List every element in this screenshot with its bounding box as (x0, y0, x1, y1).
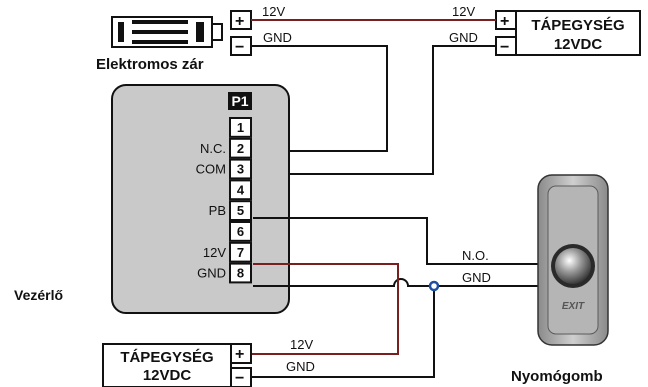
electric-lock-label: Elektromos zár (96, 56, 204, 73)
psu-bottom-title: TÁPEGYSÉG (120, 349, 213, 366)
wire-lock-gnd-label: GND (263, 30, 292, 45)
pin-2-box (229, 137, 252, 159)
pin-5-name: PB (209, 203, 226, 218)
psu-bottom-minus-terminal (230, 367, 252, 387)
push-button-label: Nyomógomb (511, 368, 603, 385)
wire-pb-to-no (253, 217, 548, 265)
wire-lock-12v-label: 12V (262, 4, 285, 19)
wire-12v-to-psu-bottom (251, 263, 399, 355)
pin-8-box (229, 262, 252, 284)
psu-top-minus-sign: − (500, 39, 509, 56)
electric-lock-icon (111, 16, 223, 48)
psu-top-plus-sign: + (500, 13, 509, 30)
wire-button-gnd-label: GND (462, 270, 491, 285)
wire-psu-top-12v-label: 12V (452, 4, 475, 19)
pin-7-number: 7 (237, 245, 244, 260)
pin-3-name: COM (196, 162, 226, 177)
pin-block: 1 2 N.C. 3 COM 4 5 PB 6 7 12V 8 GND (196, 117, 252, 284)
psu-top-box (515, 10, 641, 56)
psu-bottom-minus-sign: − (235, 370, 244, 387)
pin-8-name: GND (197, 266, 226, 281)
wire-psu-bottom-gnd (251, 286, 435, 378)
pin-7-name: 12V (203, 245, 226, 260)
pin-8-number: 8 (237, 266, 244, 281)
pin-5-box (229, 200, 252, 221)
wire-no-label: N.O. (462, 248, 489, 263)
wire-psu-bottom-gnd-label: GND (286, 359, 315, 374)
psu-top-title: TÁPEGYSÉG (531, 17, 624, 34)
psu-top-voltage: 12VDC (554, 36, 603, 53)
p1-header-text: P1 (231, 93, 248, 109)
psu-bottom-box (102, 343, 232, 387)
controller-label: Vezérlő (14, 287, 63, 303)
pin-7-box (229, 241, 252, 263)
pin-5-number: 5 (237, 203, 244, 218)
psu-bottom-voltage: 12VDC (143, 367, 192, 384)
junction-dot (428, 280, 440, 292)
exit-button-icon (537, 174, 609, 346)
p1-header (228, 92, 252, 110)
wire-gnd-to-button (253, 278, 548, 287)
pin-4-box (229, 179, 252, 201)
pin-6-box (229, 221, 252, 242)
pin-1-number: 1 (237, 120, 244, 135)
lock-minus-sign: − (235, 39, 244, 56)
wire-psu-gnd-to-com (253, 45, 496, 175)
wire-psu-top-gnd-label: GND (449, 30, 478, 45)
wire-lock-gnd-to-nc (251, 45, 388, 152)
psu-bottom-plus-terminal (230, 343, 252, 364)
pin-6-number: 6 (237, 224, 244, 239)
psu-bottom-plus-sign: + (235, 346, 244, 363)
pin-3-number: 3 (237, 162, 244, 177)
exit-text: EXIT (562, 301, 585, 312)
lock-plus-sign: + (235, 13, 244, 30)
pin-4-number: 4 (237, 182, 245, 197)
pin-3-box (229, 158, 252, 180)
wire-psu-bottom-12v-label: 12V (290, 337, 313, 352)
pin-2-name: N.C. (200, 141, 226, 156)
pin-2-number: 2 (237, 141, 244, 156)
pin-1-box (229, 117, 252, 138)
